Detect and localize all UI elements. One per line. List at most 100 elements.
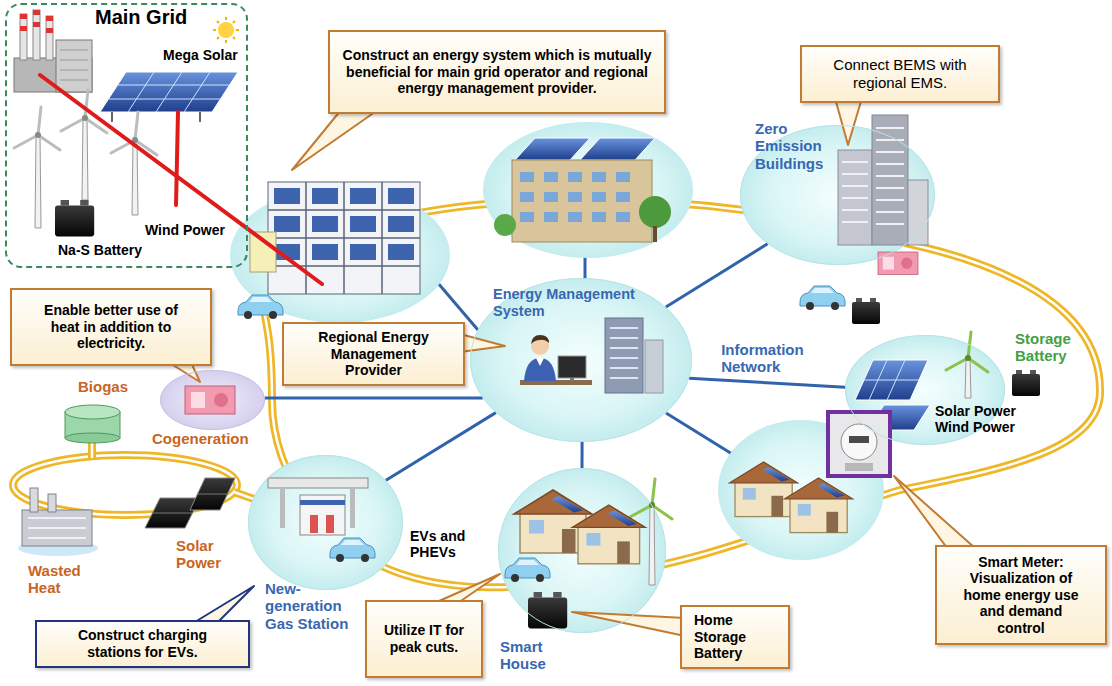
- manager-figure: [531, 335, 549, 344]
- power-plant: [46, 16, 53, 60]
- wind-turbine: [82, 115, 88, 121]
- manager-figure: [536, 358, 544, 366]
- gas-station: [268, 478, 368, 535]
- cogeneration-unit: [185, 386, 235, 414]
- car-icon: [238, 295, 283, 319]
- callout-box: Utilize IT for peak cuts.: [365, 600, 483, 678]
- power-plant: [20, 26, 27, 31]
- eco-building: [639, 196, 671, 228]
- house-icon: [514, 490, 592, 514]
- house-icon: [562, 529, 576, 553]
- manager-figure: [645, 340, 663, 393]
- energy-ring: [92, 440, 262, 502]
- manager-figure: [610, 328, 638, 378]
- node-text: Solar Power Wind Power: [935, 403, 1027, 435]
- battery-facility: [274, 188, 300, 204]
- cogeneration-unit: [901, 258, 912, 269]
- house-icon: [572, 505, 645, 564]
- node-text: Smart House: [500, 638, 562, 673]
- mega-solar: [112, 112, 200, 122]
- part-label: Mega Solar: [163, 47, 238, 63]
- power-plant: [56, 40, 92, 92]
- car-icon: [516, 560, 539, 565]
- ellipse-outline: [499, 469, 666, 633]
- node-text: Energy Management System: [493, 286, 658, 319]
- battery-icon: [80, 200, 88, 206]
- power-plant: [46, 16, 53, 21]
- house-icon: [730, 462, 798, 517]
- mega-solar: [100, 72, 238, 112]
- cogeneration-unit: [883, 257, 894, 270]
- battery-facility: [268, 182, 420, 294]
- edge-label: Information Network: [721, 341, 813, 376]
- callout-pointer: [165, 98, 975, 636]
- node-text: New-generation Gas Station: [265, 580, 360, 632]
- battery-facility: [388, 188, 414, 204]
- battery-icon: [1012, 374, 1040, 396]
- battery-icon: [1030, 370, 1036, 374]
- battery-facility: [274, 216, 300, 232]
- car-icon: [361, 554, 369, 562]
- manager-figure: [558, 356, 586, 378]
- battery-facility: [350, 244, 376, 260]
- house-icon: [735, 480, 792, 516]
- zero-emission-buildings: [872, 115, 908, 245]
- node-text: Home Storage Battery: [694, 612, 758, 662]
- area-ellipse: Zero Emission Buildings: [740, 125, 935, 265]
- area-fill: [483, 122, 693, 258]
- eco-building: [520, 172, 630, 222]
- battery-icon: [55, 206, 94, 237]
- connector-line: [581, 442, 584, 468]
- ellipse-outline: [248, 455, 403, 590]
- house-icon: [790, 496, 847, 532]
- node-text: Main Grid: [95, 5, 187, 29]
- power-plant: [20, 14, 27, 19]
- solar-panel: [855, 360, 928, 400]
- area-ellipse: Smart House: [498, 468, 666, 633]
- manager-figure: [524, 358, 556, 381]
- area-fill: [160, 370, 265, 430]
- node-text: Storage Battery: [1015, 330, 1085, 365]
- car-icon: [536, 574, 544, 582]
- house-icon: [785, 478, 853, 499]
- battery-icon: [528, 592, 567, 628]
- house-icon: [798, 504, 811, 516]
- part-label: Wasted Heat: [28, 562, 88, 597]
- wind-turbine: [35, 135, 41, 228]
- node-text: Utilize IT for peak cuts.: [375, 622, 473, 655]
- battery-facility: [350, 216, 376, 232]
- node-text: Regional Energy Management Provider: [309, 329, 439, 379]
- part-label: Solar Power: [176, 537, 231, 572]
- mega-solar: [213, 17, 239, 43]
- battery-facility: [268, 182, 420, 294]
- part-label: EVs and PHEVs: [410, 528, 485, 560]
- car-icon: [806, 302, 814, 310]
- part-label: Biogas: [78, 378, 128, 395]
- power-plant: [14, 10, 92, 92]
- energy-ring: [92, 440, 262, 502]
- battery-facility: [250, 182, 420, 294]
- house-icon: [520, 511, 586, 553]
- power-plant: [46, 28, 53, 33]
- factory-icon: [18, 488, 98, 556]
- smart-meter-photo: [828, 412, 890, 476]
- area-fill: [248, 455, 403, 590]
- car-icon: [800, 286, 845, 306]
- gas-station: [350, 488, 355, 528]
- gas-station: [310, 515, 318, 533]
- area-ellipse: Cogeneration: [160, 370, 265, 430]
- callout-pointer: [292, 105, 385, 170]
- cogeneration-unit: [191, 392, 205, 408]
- connector-line: [689, 378, 845, 387]
- area-ellipse: Storage BatterySolar Power Wind Power: [845, 335, 1005, 445]
- area-fill: [718, 420, 884, 560]
- house-icon: [617, 541, 630, 563]
- manager-figure: [520, 318, 663, 393]
- callout-box: Regional Energy Management Provider: [282, 322, 465, 386]
- eco-building: [653, 226, 657, 242]
- battery-facility: [388, 244, 414, 260]
- wind-turbine: [14, 107, 60, 150]
- zero-emission-buildings: [842, 128, 904, 224]
- battery-icon: [852, 298, 880, 324]
